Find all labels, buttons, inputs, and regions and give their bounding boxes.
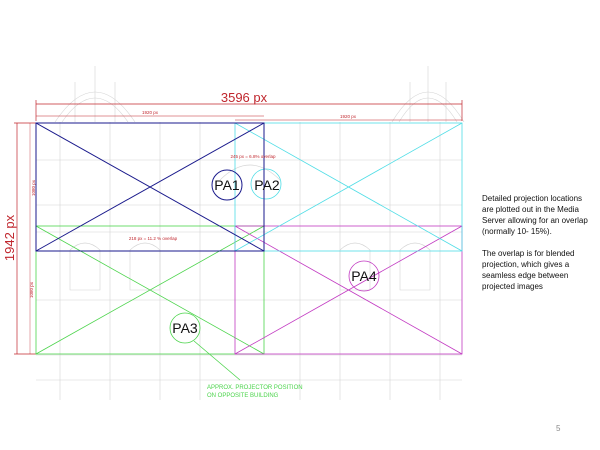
description-text: Detailed projection locations are plotte… [482,193,594,303]
slide-number: 5 [556,424,561,433]
pa1-projection-area [35,122,265,252]
projector-height-upper-label: 1080 px [31,179,36,196]
pa1-label: PA1 [214,177,240,193]
total-height-dimension [14,122,36,355]
pa4-label: PA4 [351,268,377,284]
description-paragraph-2: The overlap is for blended projection, w… [482,249,575,291]
vertical-overlap-label: 218 px = 11.2 % overlap [129,236,178,241]
pa2-projection-area [234,122,463,252]
total-width-label: 3596 px [221,90,268,105]
building-facade [36,66,465,400]
total-width-dimension [35,100,463,121]
projector-note-line2: ON OPPOSITE BUILDING [207,393,279,399]
projector-note-line1: APPROX. PROJECTOR POSITION [207,385,303,391]
projector-height-lower-label: 1080 px [29,281,34,298]
pa3-projection-area [35,225,265,381]
pa3-label: PA3 [172,320,198,336]
projector-width-left-label: 1920 px [142,110,159,115]
total-height-label: 1942 px [2,214,17,261]
horizontal-overlap-label: 245 px = 6.8% overlap [231,154,276,159]
pa2-label: PA2 [254,177,280,193]
projector-width-right-label: 1920 px [340,114,357,119]
description-paragraph-1: Detailed projection locations are plotte… [482,194,588,236]
pa4-projection-area [234,225,463,355]
projector-width-dimensions [36,115,462,121]
